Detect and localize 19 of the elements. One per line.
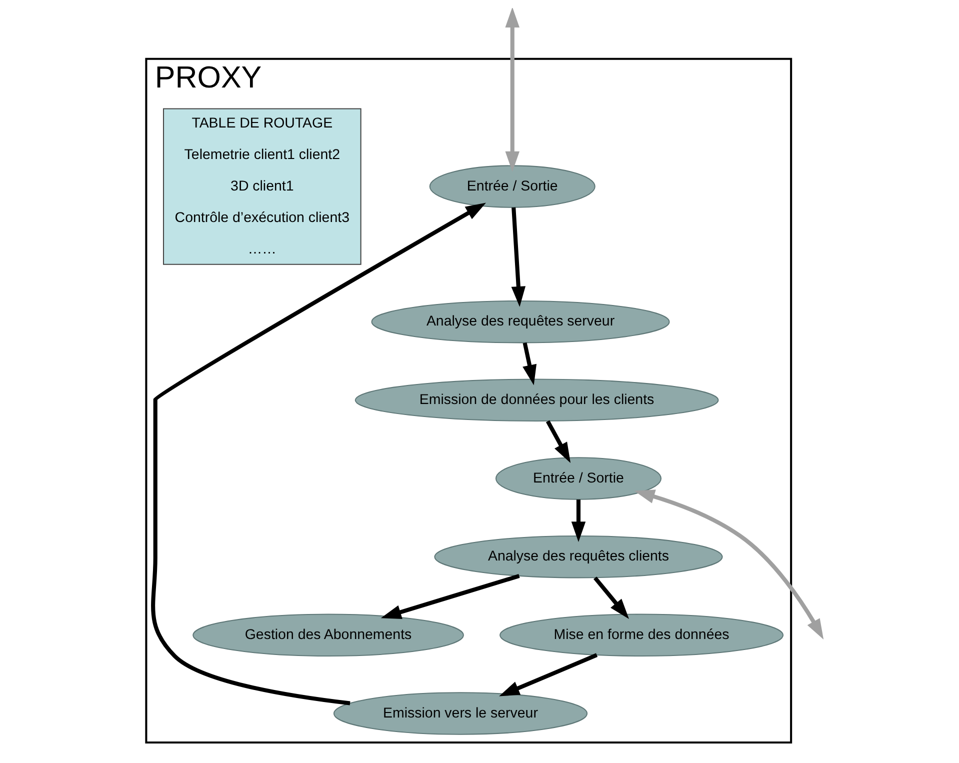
- arrow: [511, 207, 526, 307]
- node-ellipse: Analyse des requêtes clients: [434, 535, 723, 578]
- arrow: [505, 8, 520, 172]
- arrow: [499, 653, 598, 696]
- node-ellipse: Mise en forme des données: [500, 614, 784, 657]
- arrow: [151, 202, 486, 706]
- node-box: TABLE DE ROUTAGE Telemetrie client1 client2 3D client1 Contrôle d’exécution client3 ……: [162, 108, 362, 265]
- node-ellipse: Emission vers le serveur: [333, 692, 588, 735]
- arrow: [593, 576, 630, 619]
- node-ellipse: Gestion des Abonnements: [192, 614, 464, 657]
- arrow: [522, 342, 537, 386]
- arrow: [634, 490, 824, 640]
- node-ellipse: Emission de données pour les clients: [354, 378, 719, 422]
- arrow: [571, 500, 586, 542]
- arrow: [380, 574, 520, 619]
- arrow: [546, 420, 571, 463]
- node-ellipse: Entrée / Sortie: [495, 457, 662, 500]
- node-ellipse: Entrée / Sortie: [429, 165, 596, 208]
- node-ellipse: Analyse des requêtes serveur: [371, 300, 670, 344]
